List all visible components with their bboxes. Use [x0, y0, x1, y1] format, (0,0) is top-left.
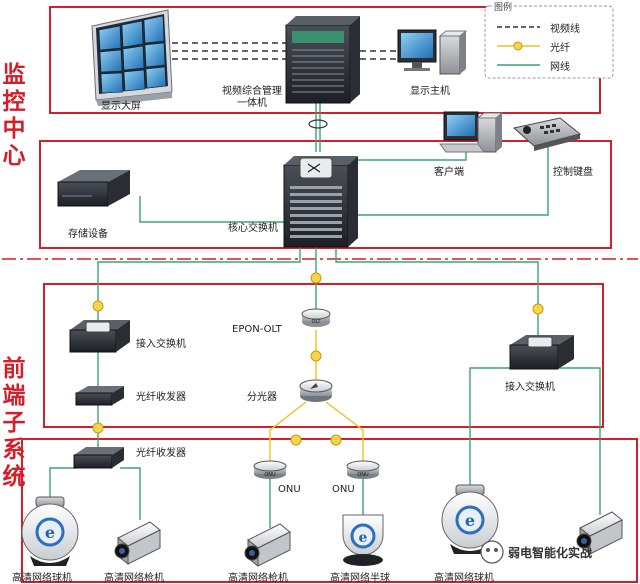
onu-1-label: ONU [278, 484, 301, 495]
legend-network-label: 网线 [550, 62, 570, 73]
hd-dome-camera-2-label: 高清网络球机 [434, 573, 494, 584]
svg-text:e: e [465, 511, 475, 530]
video-platform-chassis-icon [285, 16, 360, 104]
fiber-transceiver-1-label: 光纤收发器 [136, 392, 186, 403]
core-switch-label: 核心交换机 [228, 223, 278, 234]
watermark-text: 弱电智能化实战 [508, 546, 593, 560]
client-label: 客户端 [434, 167, 464, 178]
hd-box-camera-2-label: 高清网络枪机 [228, 573, 288, 584]
hd-dome-camera-1-label: 高清网络球机 [12, 573, 72, 584]
hd-dome-camera-1-icon: e [21, 496, 79, 566]
hd-box-camera-1-label: 高清网络枪机 [104, 573, 164, 584]
core-switch-icon [283, 156, 358, 248]
section-label-front-end: 前端子系统 [2, 356, 26, 490]
fiber-transceiver-2-label: 光纤收发器 [136, 448, 186, 459]
access-switch-left-label: 接入交换机 [136, 339, 186, 350]
front-end-frame-top [43, 283, 604, 428]
onu-2-tag: ONU [357, 472, 369, 478]
onu-2-label: ONU [332, 484, 355, 495]
video-wall-label: 显示大屏 [101, 101, 141, 112]
splitter-label: 分光器 [247, 392, 277, 403]
hd-dome-camera-2-icon: e [441, 484, 499, 554]
hd-box-camera-3-icon [576, 511, 623, 556]
epon-olt-label: EPON-OLT [232, 324, 282, 335]
fiber-junction-markers [92, 272, 544, 446]
fiber-transceiver-2-icon [73, 447, 124, 469]
onu-1-tag: ONU [264, 472, 276, 478]
network-lines [49, 102, 601, 528]
legend-fiber-node-icon [513, 41, 523, 51]
fiber-transceiver-1-icon [75, 386, 124, 406]
legend [484, 5, 614, 79]
hd-box-camera-1-icon [114, 521, 161, 566]
svg-text:e: e [45, 523, 55, 542]
access-switch-right-icon [509, 335, 574, 370]
legend-video-line-label: 视频线 [550, 24, 580, 35]
hd-half-dome-camera-icon: e [342, 514, 384, 566]
legend-title: 图例 [492, 0, 515, 13]
hd-box-camera-2-icon [244, 523, 291, 568]
access-switch-left-icon [69, 320, 130, 353]
front-end-frame-bottom [21, 438, 638, 583]
olt-tag: OLT [311, 319, 321, 325]
epon-olt-icon [301, 308, 331, 327]
svg-text:e: e [359, 530, 368, 546]
watermark-icon [480, 540, 504, 564]
hd-half-dome-camera-label: 高清网络半球 [330, 573, 390, 584]
access-switch-right-label: 接入交换机 [505, 382, 555, 393]
splitter-icon [299, 379, 333, 402]
uplink-bundle-tie [308, 119, 328, 129]
client-pc-icon [439, 111, 504, 153]
control-keyboard-label: 控制键盘 [553, 167, 593, 178]
display-host-label: 显示主机 [410, 86, 450, 97]
storage-device-icon [57, 170, 130, 207]
display-host-pc-icon [397, 29, 468, 75]
video-wall-icon [91, 9, 173, 106]
control-keyboard-icon [512, 117, 582, 151]
onu-2-icon [346, 460, 380, 479]
section-label-monitor-center: 监控中心 [2, 62, 26, 169]
video-platform-label: 视频综合管理一体机 [222, 86, 282, 109]
legend-fiber-label: 光纤 [550, 43, 570, 54]
storage-label: 存储设备 [68, 229, 108, 240]
onu-1-icon [253, 460, 287, 479]
monitor-center-frame-bottom [39, 140, 612, 249]
video-lines [172, 42, 398, 60]
legend-box [484, 5, 614, 79]
